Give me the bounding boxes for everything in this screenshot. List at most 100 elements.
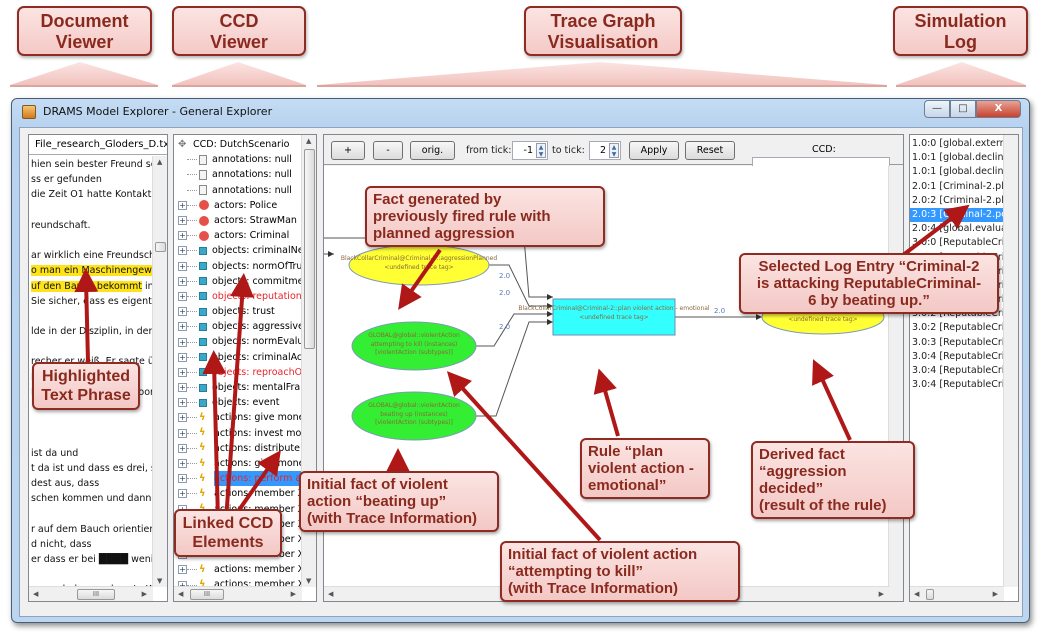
log-entry[interactable]: 2.0:1 [Criminal-2.plan agg [912, 180, 1004, 192]
scroll-right-icon[interactable]: ▶ [141, 590, 147, 598]
ccd-tree-item[interactable]: +objects: mentalFrame [174, 380, 302, 395]
expand-icon[interactable]: + [178, 276, 187, 286]
ccd-vscroll-thumb[interactable] [304, 149, 315, 349]
ccd-tree-item[interactable]: +actors: Police [174, 198, 302, 213]
expand-icon[interactable]: + [178, 307, 187, 317]
log-entry[interactable]: 2.0:4 [global.evaluate co [912, 223, 1004, 235]
log-entry[interactable]: 2.0:3 [Criminal-2.perform [910, 207, 1004, 223]
document-hscroll-thumb[interactable]: III [77, 589, 115, 600]
scroll-right-icon[interactable]: ▶ [992, 590, 998, 598]
document-line: uf den Bauch bekommt in da [29, 279, 153, 294]
ccd-tree-item[interactable]: +objects: normOfTrust [174, 259, 302, 274]
scroll-down-icon[interactable]: ▼ [157, 577, 163, 585]
close-button[interactable]: X [976, 100, 1021, 118]
original-size-button[interactable]: orig. [410, 141, 455, 160]
ccd-selector[interactable] [752, 157, 890, 167]
expand-icon[interactable]: + [178, 352, 187, 362]
expand-icon[interactable]: + [178, 261, 187, 271]
scroll-left-icon[interactable]: ◀ [914, 590, 920, 598]
expand-icon[interactable]: + [178, 291, 187, 301]
scroll-left-icon[interactable]: ◀ [33, 590, 39, 598]
log-entry[interactable]: 3.0:2 [ReputableCriminal- [912, 322, 1004, 334]
scroll-left-icon[interactable]: ◀ [178, 590, 184, 598]
zoom-in-button[interactable]: + [331, 141, 365, 160]
expand-icon[interactable]: + [178, 322, 187, 332]
scroll-up-icon[interactable]: ▲ [306, 137, 312, 145]
ccd-hscroll[interactable]: ◀ III ▶ [174, 586, 302, 601]
document-vscroll-thumb[interactable] [155, 242, 166, 252]
expand-icon[interactable]: + [178, 443, 187, 453]
to-tick-spinner[interactable]: 2 ▲▼ [589, 141, 621, 160]
scroll-down-icon[interactable]: ▼ [306, 577, 312, 585]
log-entry[interactable]: 2.0:2 [Criminal-2.plan vio [912, 194, 1004, 206]
ccd-tree-item[interactable]: +objects: criminalAction [174, 350, 302, 365]
ccd-tree-item[interactable]: +objects: criminalNetwo [174, 243, 302, 258]
ccd-tree-item[interactable]: +objects: trust [174, 304, 302, 319]
spinner-arrows-icon[interactable]: ▲▼ [536, 143, 546, 158]
log-entry[interactable]: 1.0:1 [global.decline repu [912, 166, 1004, 178]
expand-icon[interactable]: + [178, 565, 187, 575]
ccd-tree-item[interactable]: +actors: Criminal [174, 228, 302, 243]
expand-icon[interactable]: + [178, 474, 187, 484]
ccd-root[interactable]: ✥ CCD: DutchScenario [178, 138, 290, 150]
expand-icon[interactable]: + [178, 489, 187, 499]
log-entry[interactable]: 3.0:0 [ReputableCriminal- [912, 237, 1004, 249]
reset-button[interactable]: Reset [685, 141, 735, 160]
zoom-out-button[interactable]: - [373, 141, 403, 160]
spinner-arrows-icon[interactable]: ▲▼ [609, 143, 619, 158]
expand-icon[interactable]: + [178, 428, 187, 438]
ccd-tree-item[interactable]: +objects: aggressiveAc [174, 319, 302, 334]
from-tick-spinner[interactable]: -1 ▲▼ [512, 141, 548, 160]
highlighted-phrase[interactable]: o man ein Maschinengewehr [31, 265, 153, 277]
ccd-tree-item[interactable]: +objects: event [174, 395, 302, 410]
ccd-tree-item[interactable]: +actors: StrawMan [174, 213, 302, 228]
expand-icon[interactable]: + [178, 337, 187, 347]
log-hscroll[interactable]: ◀ ▶ [910, 586, 1004, 601]
document-tab[interactable]: File_research_Gloders_D.txt [29, 135, 167, 155]
apply-button[interactable]: Apply [629, 141, 679, 160]
ccd-tree-item[interactable]: annotations: null [174, 152, 302, 167]
expand-icon[interactable]: + [178, 246, 187, 256]
log-entry[interactable]: 1.0:0 [global.external eve [912, 138, 1004, 149]
highlighted-phrase[interactable]: uf den Bauch bekommt [31, 280, 143, 292]
ccd-tree-item[interactable]: +objects: commitment [174, 274, 302, 289]
expand-icon[interactable]: + [178, 367, 187, 377]
graph-vscroll[interactable] [888, 166, 903, 587]
expand-icon[interactable]: + [178, 200, 187, 210]
ccd-tree-item[interactable]: annotations: null [174, 183, 302, 198]
ccd-tree-item[interactable]: +objects: normEvaluatio [174, 334, 302, 349]
scroll-right-icon[interactable]: ▶ [290, 590, 296, 598]
ccd-tree-item[interactable]: +objects: reputation [174, 289, 302, 304]
log-hscroll-thumb[interactable] [926, 589, 934, 600]
scroll-right-icon[interactable]: ▶ [878, 590, 884, 598]
ccd-tree-item[interactable]: +objects: reproachOfNo [174, 365, 302, 380]
ccd-tree-item[interactable]: annotations: null [174, 167, 302, 182]
minimize-button[interactable]: — [924, 100, 950, 118]
maximize-button[interactable]: □ [950, 100, 976, 118]
document-vscroll[interactable]: ▲ ▼ [152, 156, 167, 587]
log-entry[interactable]: 3.0:4 [ReputableCriminal- [912, 350, 1004, 362]
expand-icon[interactable]: + [178, 413, 187, 423]
scroll-left-icon[interactable]: ◀ [328, 590, 334, 598]
log-entry[interactable]: 3.0:4 [ReputableCriminal- [912, 365, 1004, 376]
expand-icon[interactable]: + [178, 459, 187, 469]
scroll-up-icon[interactable]: ▲ [157, 158, 163, 166]
title-bar[interactable]: DRAMS Model Explorer - General Explorer … [12, 99, 1029, 125]
log-entry[interactable]: 3.0:4 [ReputableCriminal- [912, 379, 1004, 391]
log-entry[interactable]: 1.0:1 [global.decline repu [912, 152, 1004, 164]
expand-icon[interactable]: + [178, 383, 187, 393]
expand-icon[interactable]: + [178, 398, 187, 408]
log-entry[interactable]: 3.0:3 [ReputableCriminal- [912, 336, 1004, 348]
ccd-hscroll-thumb[interactable]: III [190, 589, 224, 600]
document-hscroll[interactable]: ◀ III ▶ [29, 586, 153, 601]
expand-icon[interactable]: + [178, 216, 187, 226]
expand-icon[interactable]: + [178, 231, 187, 241]
log-vscroll[interactable] [1003, 135, 1018, 587]
